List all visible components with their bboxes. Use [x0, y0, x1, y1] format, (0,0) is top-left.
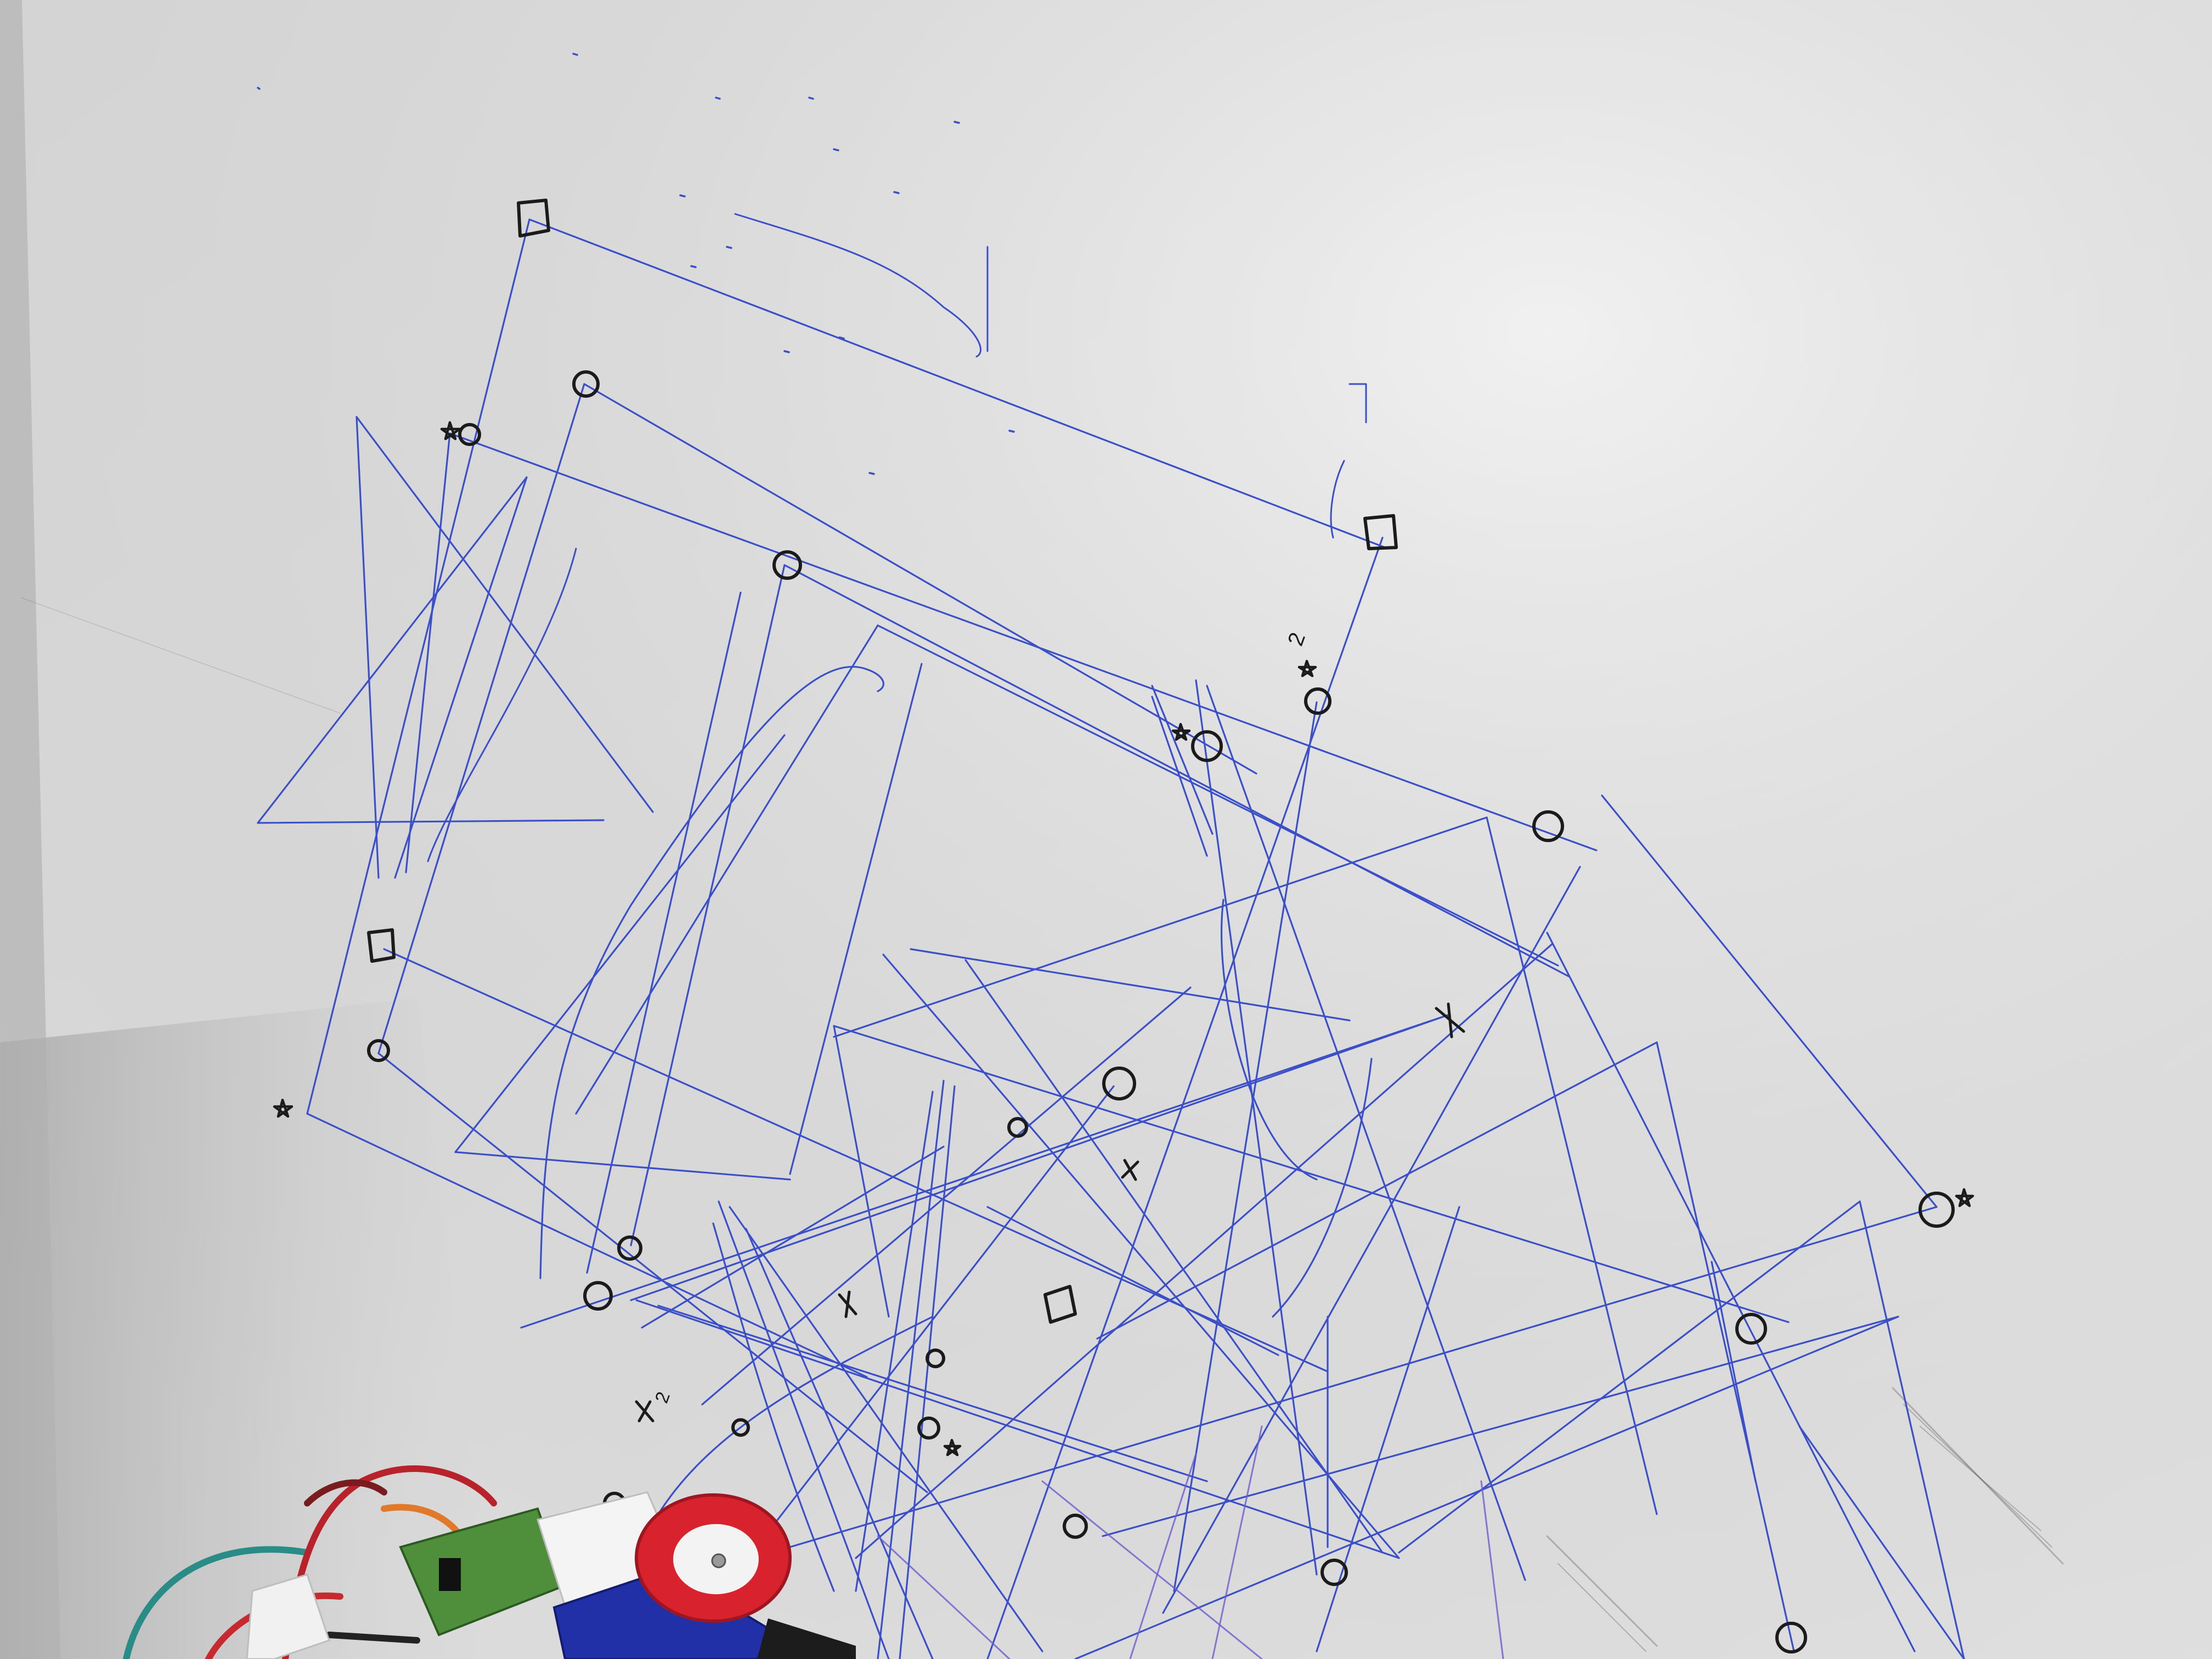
purple-pen-traces — [877, 1425, 1504, 1659]
circle-marker — [1304, 687, 1331, 715]
graphite-smudges — [21, 597, 2064, 1652]
circle-marker — [458, 423, 481, 446]
circle-marker — [1063, 1514, 1088, 1539]
circle-marker — [617, 1235, 642, 1261]
star-marker — [943, 1438, 962, 1457]
circle-marker — [1918, 1192, 1955, 1228]
faint-upper-sketch — [427, 213, 1367, 862]
star-marker — [1955, 1188, 1974, 1207]
square-marker — [367, 928, 396, 963]
square-marker — [1043, 1285, 1077, 1324]
pen-dashes — [257, 53, 1015, 475]
board-connector — [439, 1558, 461, 1591]
robot-white-block — [246, 1573, 330, 1659]
star-marker — [1171, 723, 1191, 741]
star-marker — [1297, 659, 1317, 678]
cross-markers — [635, 1002, 1465, 1423]
circle-marker — [1532, 810, 1564, 842]
circle-marker — [367, 1039, 390, 1062]
circle-marker — [1102, 1066, 1136, 1101]
circle-marker — [583, 1281, 613, 1311]
circle-marker — [917, 1417, 940, 1440]
circle-marker — [1775, 1622, 1807, 1654]
pen-arm — [757, 1618, 856, 1659]
square-marker — [517, 199, 550, 238]
wheel-screw — [711, 1553, 726, 1568]
square-marker — [1363, 514, 1398, 550]
circle-marker — [1191, 730, 1223, 762]
cross-marker — [635, 1400, 654, 1423]
circle-marker — [1321, 1559, 1348, 1586]
circle-marker — [572, 370, 600, 398]
cross-marker — [1435, 1002, 1465, 1039]
circle-marker — [1735, 1313, 1767, 1345]
circle-markers — [367, 370, 1955, 1654]
circle-marker — [1007, 1117, 1028, 1138]
star-marker — [440, 421, 461, 441]
cross-marker — [1121, 1159, 1139, 1181]
cross-marker — [838, 1290, 857, 1318]
robot-pen-plotter — [123, 1465, 856, 1659]
star-markers — [273, 421, 1974, 1457]
star-marker — [273, 1098, 294, 1118]
square-markers — [367, 199, 1398, 1324]
blue-pen-traces — [257, 218, 1965, 1659]
circle-marker — [731, 1418, 750, 1437]
circle-marker — [926, 1348, 945, 1368]
circle-marker — [772, 550, 802, 580]
